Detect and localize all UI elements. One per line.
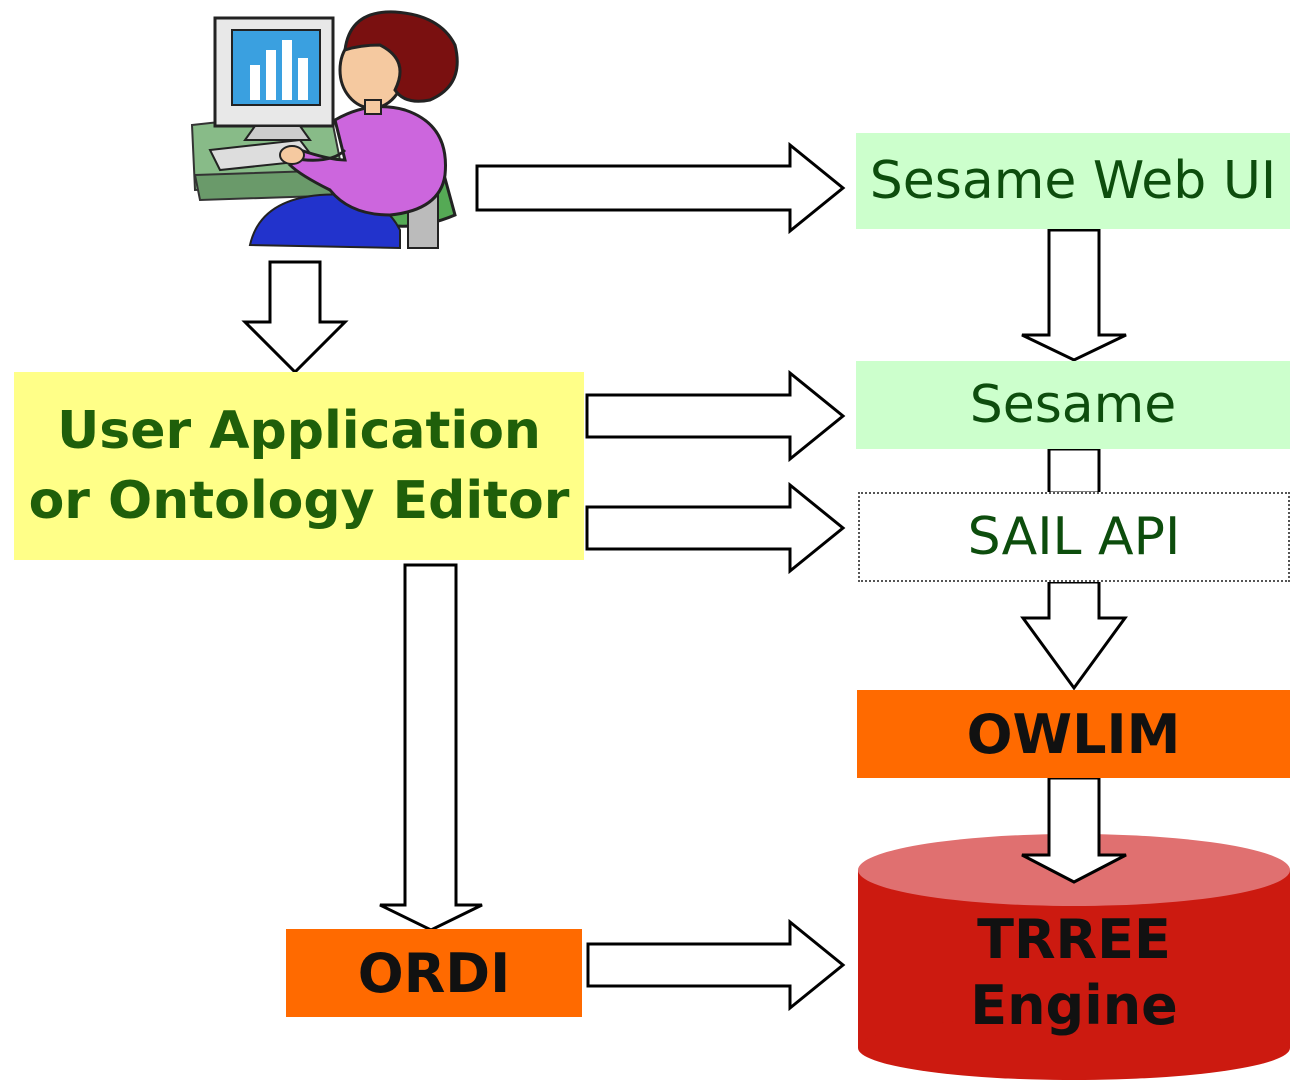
arrow-app-to-ordi [379,563,483,932]
trree-engine-label: TRREE Engine [858,908,1290,1038]
arrow-app-to-sail [585,481,846,575]
sesame-label: Sesame [969,375,1177,435]
sesame-web-ui-label: Sesame Web UI [869,151,1277,211]
sesame-web-ui-box: Sesame Web UI [856,133,1290,229]
user-application-line1: User Application [57,401,541,461]
arrow-webui-to-sesame [1021,228,1127,362]
arrow-ordi-to-trree [586,918,846,1012]
user-application-line2: or Ontology Editor [28,471,570,531]
arrow-user-to-webui [475,141,846,235]
trree-line1: TRREE [977,908,1171,971]
arrow-app-to-sesame [585,369,846,463]
user-application-box: User Application or Ontology Editor [14,372,584,560]
arrow-sail-to-owlim [1020,580,1128,691]
owlim-box: OWLIM [857,690,1290,778]
owlim-label: OWLIM [966,702,1181,766]
sail-api-box: SAIL API [858,492,1290,582]
ordi-box: ORDI [286,929,582,1017]
arrow-user-to-app [241,260,349,375]
sesame-box: Sesame [856,361,1290,449]
ordi-label: ORDI [357,941,511,1005]
user-at-computer-icon [190,10,459,250]
trree-line2: Engine [970,974,1178,1037]
sail-api-label: SAIL API [967,507,1181,567]
arrow-owlim-to-trree [1021,776,1127,884]
connector-sesame-to-sail [1047,447,1101,495]
